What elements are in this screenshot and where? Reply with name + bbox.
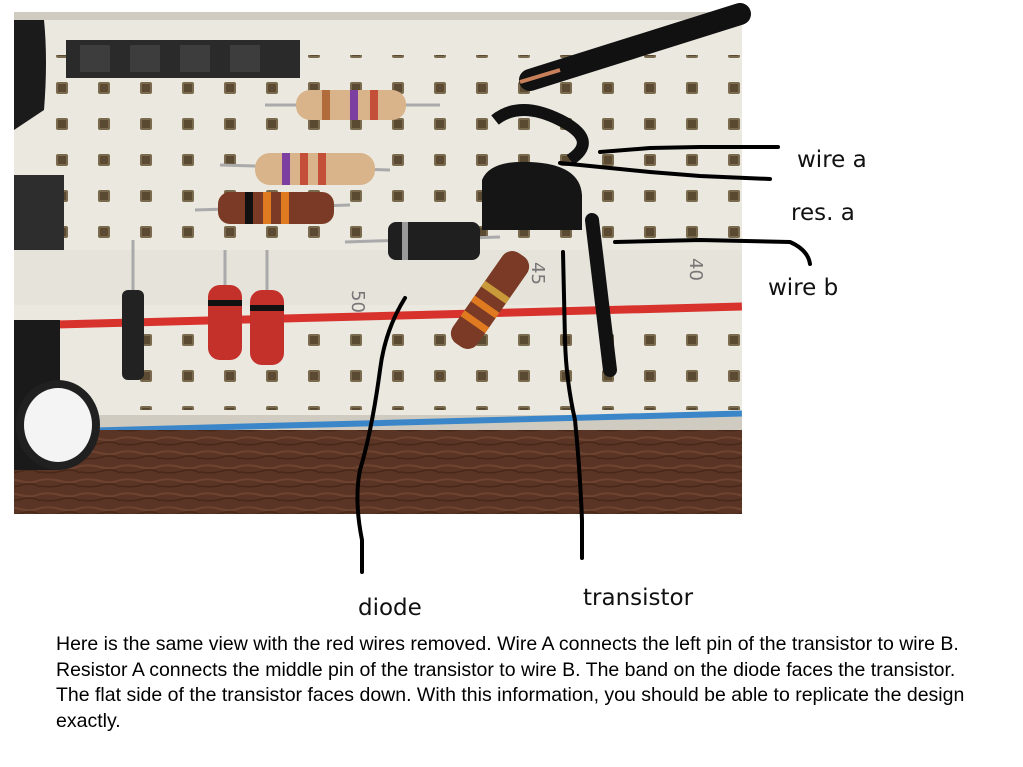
wire-a-label: wire a	[797, 147, 867, 173]
number-40: 40	[685, 258, 706, 281]
wire-a-pointer-lower	[558, 161, 772, 181]
transistor-label: transistor	[583, 585, 694, 611]
wire-a-pointer	[598, 145, 780, 154]
wire-b-label: wire b	[768, 275, 839, 301]
wire-b-pointer	[613, 238, 812, 266]
number-50: 50	[347, 290, 368, 313]
number-45: 45	[527, 262, 548, 285]
transistor-pointer	[561, 250, 584, 560]
res-a-label: res. a	[791, 200, 855, 226]
diode-pointer	[355, 296, 407, 574]
caption-text: Here is the same view with the red wires…	[56, 633, 965, 732]
diode-label: diode	[358, 595, 422, 621]
